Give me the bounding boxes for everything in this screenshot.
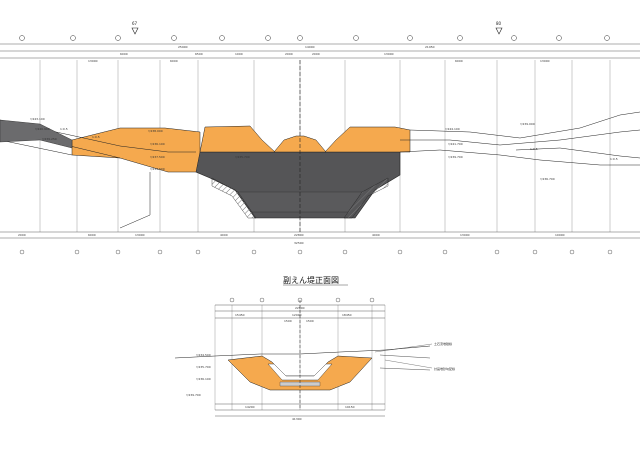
svg-text:10000: 10000 bbox=[555, 233, 565, 237]
sub-ground-line bbox=[174, 345, 431, 359]
station-circles-bottom bbox=[19, 249, 613, 255]
svg-text:13000: 13000 bbox=[540, 59, 550, 63]
svg-text:1500: 1500 bbox=[284, 319, 292, 323]
svg-text:▽436.700: ▽436.700 bbox=[540, 177, 555, 181]
svg-text:14000: 14000 bbox=[305, 45, 315, 49]
bottom-dimension-lines bbox=[0, 231, 640, 239]
top-dimension-lines bbox=[0, 43, 640, 59]
svg-text:41300: 41300 bbox=[292, 417, 302, 421]
svg-text:14200: 14200 bbox=[245, 405, 255, 409]
svg-text:1:0.5: 1:0.5 bbox=[60, 127, 68, 131]
svg-text:6500: 6500 bbox=[195, 52, 203, 56]
svg-text:15450: 15450 bbox=[235, 313, 245, 317]
sub-dam-title: 副えん堤正面図 bbox=[283, 275, 339, 285]
sub-dam-front-view: 副えん堤正面図 22800 15450 12000 18450 1500 150… bbox=[174, 275, 455, 421]
svg-text:6000: 6000 bbox=[88, 233, 96, 237]
sub-dam-body bbox=[227, 355, 373, 391]
svg-text:▽440.900: ▽440.900 bbox=[35, 127, 50, 131]
svg-text:13000: 13000 bbox=[384, 52, 394, 56]
svg-text:22800: 22800 bbox=[294, 233, 304, 237]
svg-text:4000: 4000 bbox=[372, 233, 380, 237]
sub-leader-labels: 土石流堆積線 計画堆砂勾配線 bbox=[374, 341, 455, 371]
svg-text:▽436.100: ▽436.100 bbox=[150, 142, 165, 146]
svg-text:▽441.700: ▽441.700 bbox=[448, 142, 463, 146]
svg-text:6000: 6000 bbox=[170, 59, 178, 63]
svg-text:▽439.700: ▽439.700 bbox=[186, 393, 201, 397]
svg-text:▽443.100: ▽443.100 bbox=[30, 117, 45, 121]
station-label: 80 bbox=[496, 21, 502, 26]
svg-text:13000: 13000 bbox=[460, 233, 470, 237]
svg-text:13000: 13000 bbox=[135, 233, 145, 237]
svg-text:▽436.100: ▽436.100 bbox=[196, 377, 211, 381]
bottom-dimension-texts: 2000 6000 13000 4000 22800 4000 13000 10… bbox=[18, 233, 565, 245]
slope-labels: 1:0.5 1:0.5 1:0.5 1:0.5 bbox=[60, 127, 618, 161]
svg-text:▽434.500: ▽434.500 bbox=[150, 167, 165, 171]
svg-text:25900: 25900 bbox=[178, 45, 188, 49]
svg-text:▽435.700: ▽435.700 bbox=[196, 365, 211, 369]
svg-text:13000: 13000 bbox=[88, 59, 98, 63]
sub-station-circles bbox=[229, 297, 375, 303]
sub-dim-lines-bottom bbox=[215, 403, 385, 417]
station-label: 67 bbox=[132, 21, 138, 26]
svg-text:21950: 21950 bbox=[425, 45, 435, 49]
svg-text:6000: 6000 bbox=[120, 52, 128, 56]
svg-text:2000: 2000 bbox=[312, 52, 320, 56]
elevation-labels-left: ▽443.100 ▽440.900 ▽439.250 ▽438.000 ▽436… bbox=[30, 117, 250, 171]
svg-text:2000: 2000 bbox=[18, 233, 26, 237]
svg-text:▽438.000: ▽438.000 bbox=[148, 129, 163, 133]
svg-text:▽434.500: ▽434.500 bbox=[196, 353, 211, 357]
svg-text:土石流堆積線: 土石流堆積線 bbox=[434, 341, 452, 346]
svg-text:4000: 4000 bbox=[220, 233, 228, 237]
svg-text:2000: 2000 bbox=[285, 52, 293, 56]
svg-text:1500: 1500 bbox=[306, 319, 314, 323]
svg-text:32500: 32500 bbox=[294, 241, 304, 245]
svg-text:1:0.5: 1:0.5 bbox=[610, 157, 618, 161]
svg-text:▽439.250: ▽439.250 bbox=[42, 137, 57, 141]
sub-elev-labels: ▽434.500 ▽435.700 ▽436.100 ▽439.700 bbox=[186, 353, 211, 397]
svg-text:18450: 18450 bbox=[342, 313, 352, 317]
svg-text:19150: 19150 bbox=[345, 405, 355, 409]
svg-text:6000: 6000 bbox=[455, 59, 463, 63]
svg-text:▽444.100: ▽444.100 bbox=[445, 127, 460, 131]
svg-text:12000: 12000 bbox=[292, 313, 302, 317]
terrain-dark-wedge bbox=[0, 119, 73, 149]
svg-text:▽439.700: ▽439.700 bbox=[448, 155, 463, 159]
station-marker-icon: 67 80 bbox=[131, 21, 503, 35]
station-circles-top bbox=[19, 35, 610, 41]
svg-text:1000: 1000 bbox=[235, 52, 243, 56]
top-dimension-texts: 25900 14000 21950 6000 6500 1000 2000 20… bbox=[88, 45, 550, 63]
dam-body-gray bbox=[195, 151, 401, 219]
svg-text:1:0.5: 1:0.5 bbox=[530, 147, 538, 151]
svg-text:計画堆砂勾配線: 計画堆砂勾配線 bbox=[434, 366, 455, 371]
main-elevation: 67 80 25900 14000 21950 6000 6500 1000 2… bbox=[0, 21, 640, 255]
svg-text:1:0.5: 1:0.5 bbox=[92, 135, 100, 139]
sub-dim-texts-top: 22800 15450 12000 18450 1500 1500 bbox=[235, 306, 352, 323]
fill-orange bbox=[71, 125, 411, 173]
svg-text:▽435.700: ▽435.700 bbox=[235, 155, 250, 159]
svg-text:▽437.500: ▽437.500 bbox=[150, 155, 165, 159]
sub-dim-texts-bottom: 14200 19150 41300 bbox=[245, 405, 355, 421]
svg-text:▽439.000: ▽439.000 bbox=[520, 122, 535, 126]
elevation-labels-right: ▽444.100 ▽441.700 ▽439.700 ▽439.000 ▽436… bbox=[445, 122, 555, 181]
